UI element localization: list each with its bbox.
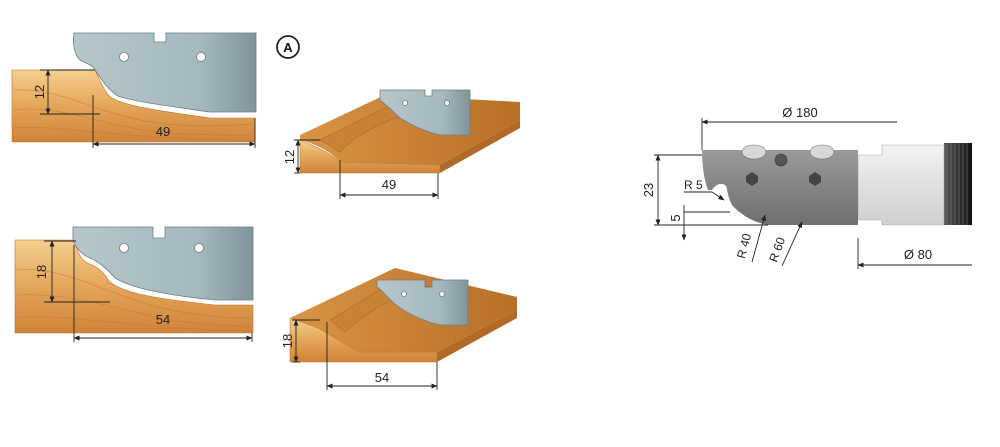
center-bolt [774,153,788,167]
knife-hole [444,100,450,106]
hex-bolt [746,172,758,186]
wood-block [11,69,256,143]
outer-diameter-label: Ø 180 [782,105,817,120]
knife-hole [401,291,407,297]
width-dimension: 49 [156,124,170,139]
iso-width-dimension: 49 [382,177,396,192]
profile-2: 18 54 [14,226,254,342]
cutter-teeth [944,143,972,225]
wood-grain [13,89,253,141]
hub-diameter-label: Ø 80 [904,247,932,262]
clamp-screw [741,144,767,160]
knife-hole [196,52,206,62]
hex-bolt [809,172,821,186]
step-label: 5 [668,214,683,221]
iso-height-dimension: 12 [282,150,297,164]
height-dimension: 12 [32,85,47,99]
knife-hole [439,291,445,297]
iso-view-1: 12 49 [282,89,520,199]
cutter-body [702,150,858,225]
profile-1: 12 49 [11,32,257,148]
iso-knife [376,279,469,326]
iso-side-face [440,120,520,173]
knife-blade [72,226,254,301]
radius-5-label: R 5 [684,178,703,192]
cutter-head: Ø 180 23 5 R 5 R 40 R 60 Ø 80 [641,105,972,269]
knife-hole [119,52,129,62]
marker-label: A [283,40,293,55]
knife-hole [119,243,129,253]
knife-hole [402,100,408,106]
iso-width-dimension: 54 [375,370,389,385]
height-label: 23 [641,183,656,197]
knife-hole [194,243,204,253]
radius-40-label: R 40 [734,232,754,260]
marker-a: A [276,35,300,59]
iso-view-2: 18 54 [280,268,517,390]
knife-blade [72,32,257,113]
cutter-hub [857,144,945,226]
iso-height-dimension: 18 [280,334,295,348]
clamp-screw [809,144,835,160]
wood-block [14,239,254,334]
width-dimension: 54 [156,312,170,327]
height-dimension: 18 [34,265,49,279]
iso-side-face [437,310,517,362]
